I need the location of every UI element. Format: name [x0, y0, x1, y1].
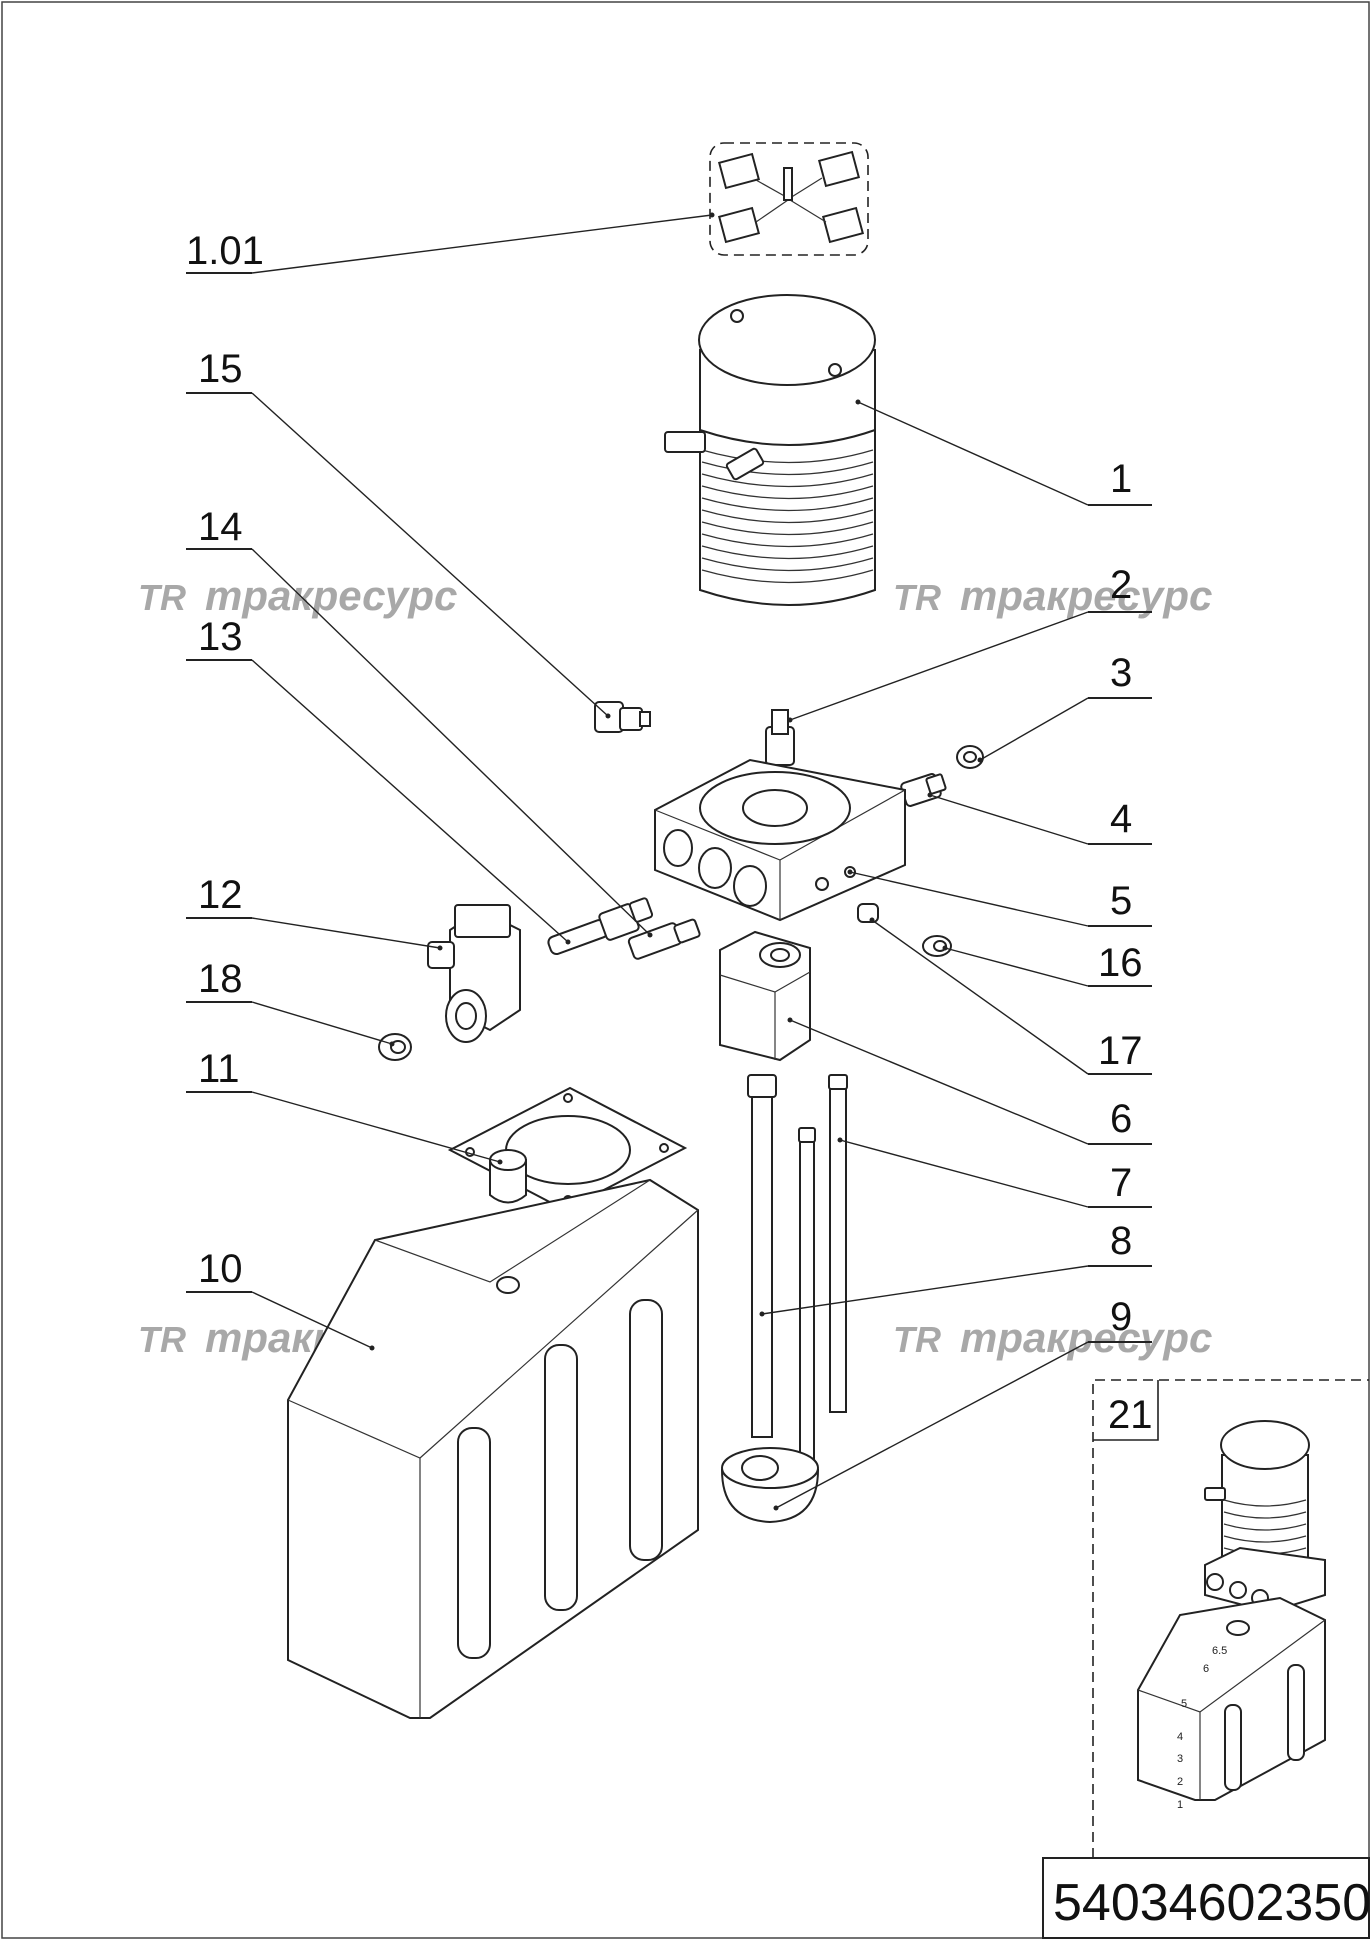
document-number: 540346023501 [1053, 1874, 1371, 1932]
callout-label: 12 [198, 873, 243, 917]
watermark-logo: TR [893, 1319, 941, 1360]
callout-label: 3 [1110, 651, 1132, 695]
callout-label: 1.01 [186, 229, 264, 273]
callout-label: 8 [1110, 1219, 1132, 1263]
callout-7: 7 [837, 1137, 1152, 1208]
callout-label: 10 [198, 1247, 243, 1291]
level-mark: 5 [1181, 1698, 1187, 1710]
watermark-top-right: TR тракресурс [893, 572, 1212, 619]
watermark-logo: TR [138, 1319, 186, 1360]
inset-level-scale: 6.5 6 5 4 3 2 1 [1177, 1645, 1227, 1811]
part-gear-pump [719, 930, 811, 1062]
part-fitting-4 [900, 773, 947, 807]
callout-13: 13 [186, 615, 571, 945]
part-filter-9 [720, 1447, 820, 1524]
part-return-pipe-7 [828, 1074, 848, 1413]
level-mark: 1 [1177, 1799, 1183, 1811]
callout-14: 14 [186, 505, 653, 938]
watermark-bottom-right: TR тракресурс [893, 1314, 1212, 1361]
callout-16: 16 [942, 941, 1152, 987]
callout-3: 3 [977, 651, 1152, 763]
part-valve-13 [547, 897, 654, 956]
inset-label: 21 [1108, 1393, 1153, 1437]
part-motor [664, 294, 876, 606]
callout-label: 1 [1110, 457, 1132, 501]
callout-15: 15 [186, 347, 611, 719]
part-solenoid-coil [427, 904, 521, 1043]
inset-assembly: 21 6.5 6 5 4 3 2 1 [1092, 1379, 1369, 1858]
callout-label: 13 [198, 615, 243, 659]
part-pin-2 [765, 709, 795, 766]
part-brush-set [709, 142, 869, 256]
callout-label: 6 [1110, 1097, 1132, 1141]
callout-8: 8 [759, 1219, 1152, 1317]
inset-border [1092, 1379, 1369, 1858]
watermark-text: тракресурс [205, 572, 457, 619]
watermark-text: тракресурс [960, 572, 1212, 619]
callout-label: 7 [1110, 1161, 1132, 1205]
watermark-text: тракресурс [960, 1314, 1212, 1361]
watermark-logo: TR [893, 577, 941, 618]
part-valve-block [654, 758, 906, 922]
part-suction-pipe-8 [747, 1074, 816, 1461]
watermark-top-left: TR тракресурс [138, 572, 457, 619]
callout-label: 4 [1110, 797, 1132, 841]
callout-11: 11 [186, 1047, 503, 1165]
callout-label: 16 [1098, 941, 1143, 985]
part-nut-16 [922, 935, 952, 957]
callout-5: 5 [847, 869, 1152, 927]
part-valve-15 [594, 701, 651, 733]
part-flange-11 [447, 1086, 688, 1212]
level-mark: 2 [1177, 1776, 1183, 1788]
inset-label-box [1093, 1380, 1159, 1441]
part-oil-tank [287, 1178, 699, 1719]
level-mark: 3 [1177, 1753, 1183, 1765]
level-mark: 6 [1203, 1663, 1209, 1675]
callout-6: 6 [787, 1017, 1152, 1145]
part-valve-14 [627, 918, 701, 960]
callout-18: 18 [186, 957, 395, 1047]
level-mark: 6.5 [1212, 1645, 1227, 1657]
part-plug-3 [956, 745, 984, 769]
callout-2: 2 [787, 563, 1152, 723]
callout-4: 4 [927, 792, 1152, 845]
watermark-logo: TR [138, 577, 186, 618]
callout-label: 9 [1110, 1295, 1132, 1339]
callout-1: 1 [855, 399, 1152, 506]
callout-label: 14 [198, 505, 243, 549]
part-sleeve-17 [857, 903, 879, 923]
level-mark: 4 [1177, 1731, 1183, 1743]
callout-label: 5 [1110, 879, 1132, 923]
callout-9: 9 [773, 1295, 1152, 1511]
callout-12: 12 [186, 873, 443, 951]
callout-label: 2 [1110, 563, 1132, 607]
callout-1-01: 1.01 [186, 212, 715, 274]
callout-label: 15 [198, 347, 243, 391]
callout-label: 18 [198, 957, 243, 1001]
callout-label: 11 [198, 1047, 240, 1091]
callout-17: 17 [869, 917, 1152, 1075]
document-number-box: 540346023501 [1042, 1857, 1371, 1939]
part-ring-nut-18 [378, 1033, 412, 1061]
callout-10: 10 [186, 1247, 375, 1351]
callout-label: 17 [1098, 1029, 1143, 1073]
